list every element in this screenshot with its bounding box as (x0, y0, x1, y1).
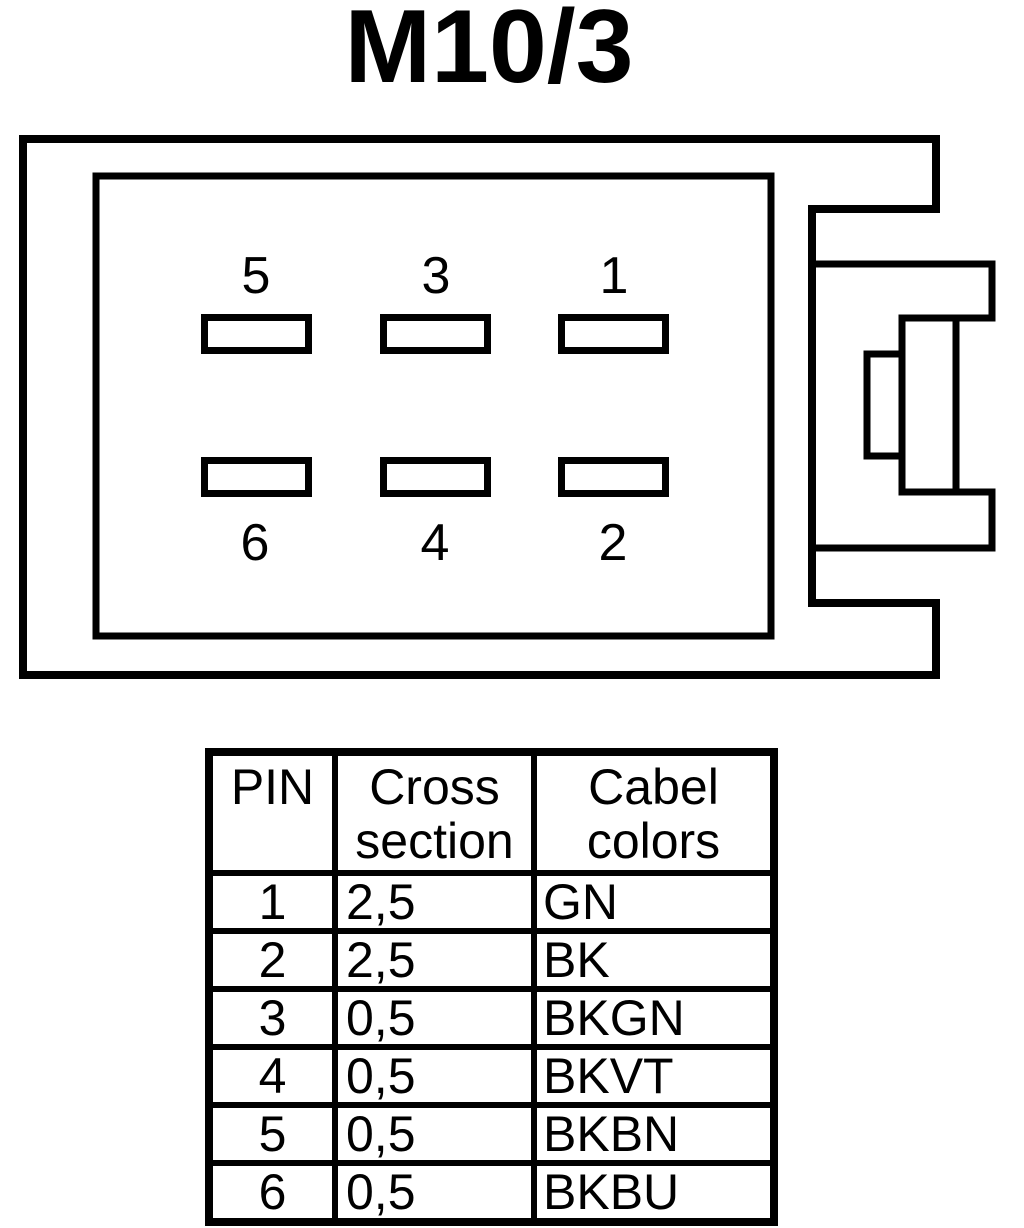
pin-slot-2 (558, 457, 669, 497)
pin-number: 1 (206, 870, 338, 934)
pin-slot-4 (380, 457, 491, 497)
pin-number: 2 (206, 928, 338, 992)
pin-number: 6 (206, 1160, 338, 1225)
cross-section-value: 0,5 (332, 1160, 537, 1225)
cable-color-code: BK (531, 928, 777, 992)
connector-diagram: 5 3 1 6 4 2 (19, 135, 996, 679)
cross-section-value: 0,5 (332, 1102, 537, 1166)
pin-slot-5 (201, 314, 312, 354)
table-row: 3 0,5 BKGN (206, 986, 777, 1050)
cable-color-code: BKBU (531, 1160, 777, 1225)
pin-label-6: 6 (241, 514, 270, 572)
table-row: 2 2,5 BK (206, 928, 777, 992)
pin-label-5: 5 (242, 247, 271, 305)
table-row: 1 2,5 GN (206, 870, 777, 934)
table-row: 6 0,5 BKBU (206, 1160, 777, 1225)
pin-number: 5 (206, 1102, 338, 1166)
key-tab-large (898, 314, 960, 496)
table-row: 5 0,5 BKBN (206, 1102, 777, 1166)
cross-section-value: 2,5 (332, 870, 537, 934)
cable-color-code: BKVT (531, 1044, 777, 1108)
table-header-row: PIN Cross section Cabel colors (206, 749, 777, 876)
cable-color-code: BKBN (531, 1102, 777, 1166)
pin-slot-1 (558, 314, 669, 354)
pin-label-2: 2 (599, 514, 628, 572)
pin-slot-3 (380, 314, 491, 354)
housing-outline (19, 135, 940, 679)
cross-section-value: 0,5 (332, 1044, 537, 1108)
pin-slot-6 (201, 457, 312, 497)
header-cable-colors: Cabel colors (531, 749, 777, 876)
cable-color-code: GN (531, 870, 777, 934)
pin-label-4: 4 (421, 514, 450, 572)
connector-title: M10/3 (344, 0, 634, 105)
cavity-outline (92, 172, 775, 640)
pin-assignment-table: PIN Cross section Cabel colors 1 2,5 GN … (205, 748, 778, 1226)
pin-label-3: 3 (422, 247, 451, 305)
cross-section-value: 2,5 (332, 928, 537, 992)
key-tab-small (863, 350, 906, 460)
pin-number: 3 (206, 986, 338, 1050)
header-cross-section: Cross section (332, 749, 537, 876)
pin-label-1: 1 (600, 247, 629, 305)
header-pin: PIN (206, 749, 338, 876)
cross-section-value: 0,5 (332, 986, 537, 1050)
cable-color-code: BKGN (531, 986, 777, 1050)
table-row: 4 0,5 BKVT (206, 1044, 777, 1108)
pin-number: 4 (206, 1044, 338, 1108)
